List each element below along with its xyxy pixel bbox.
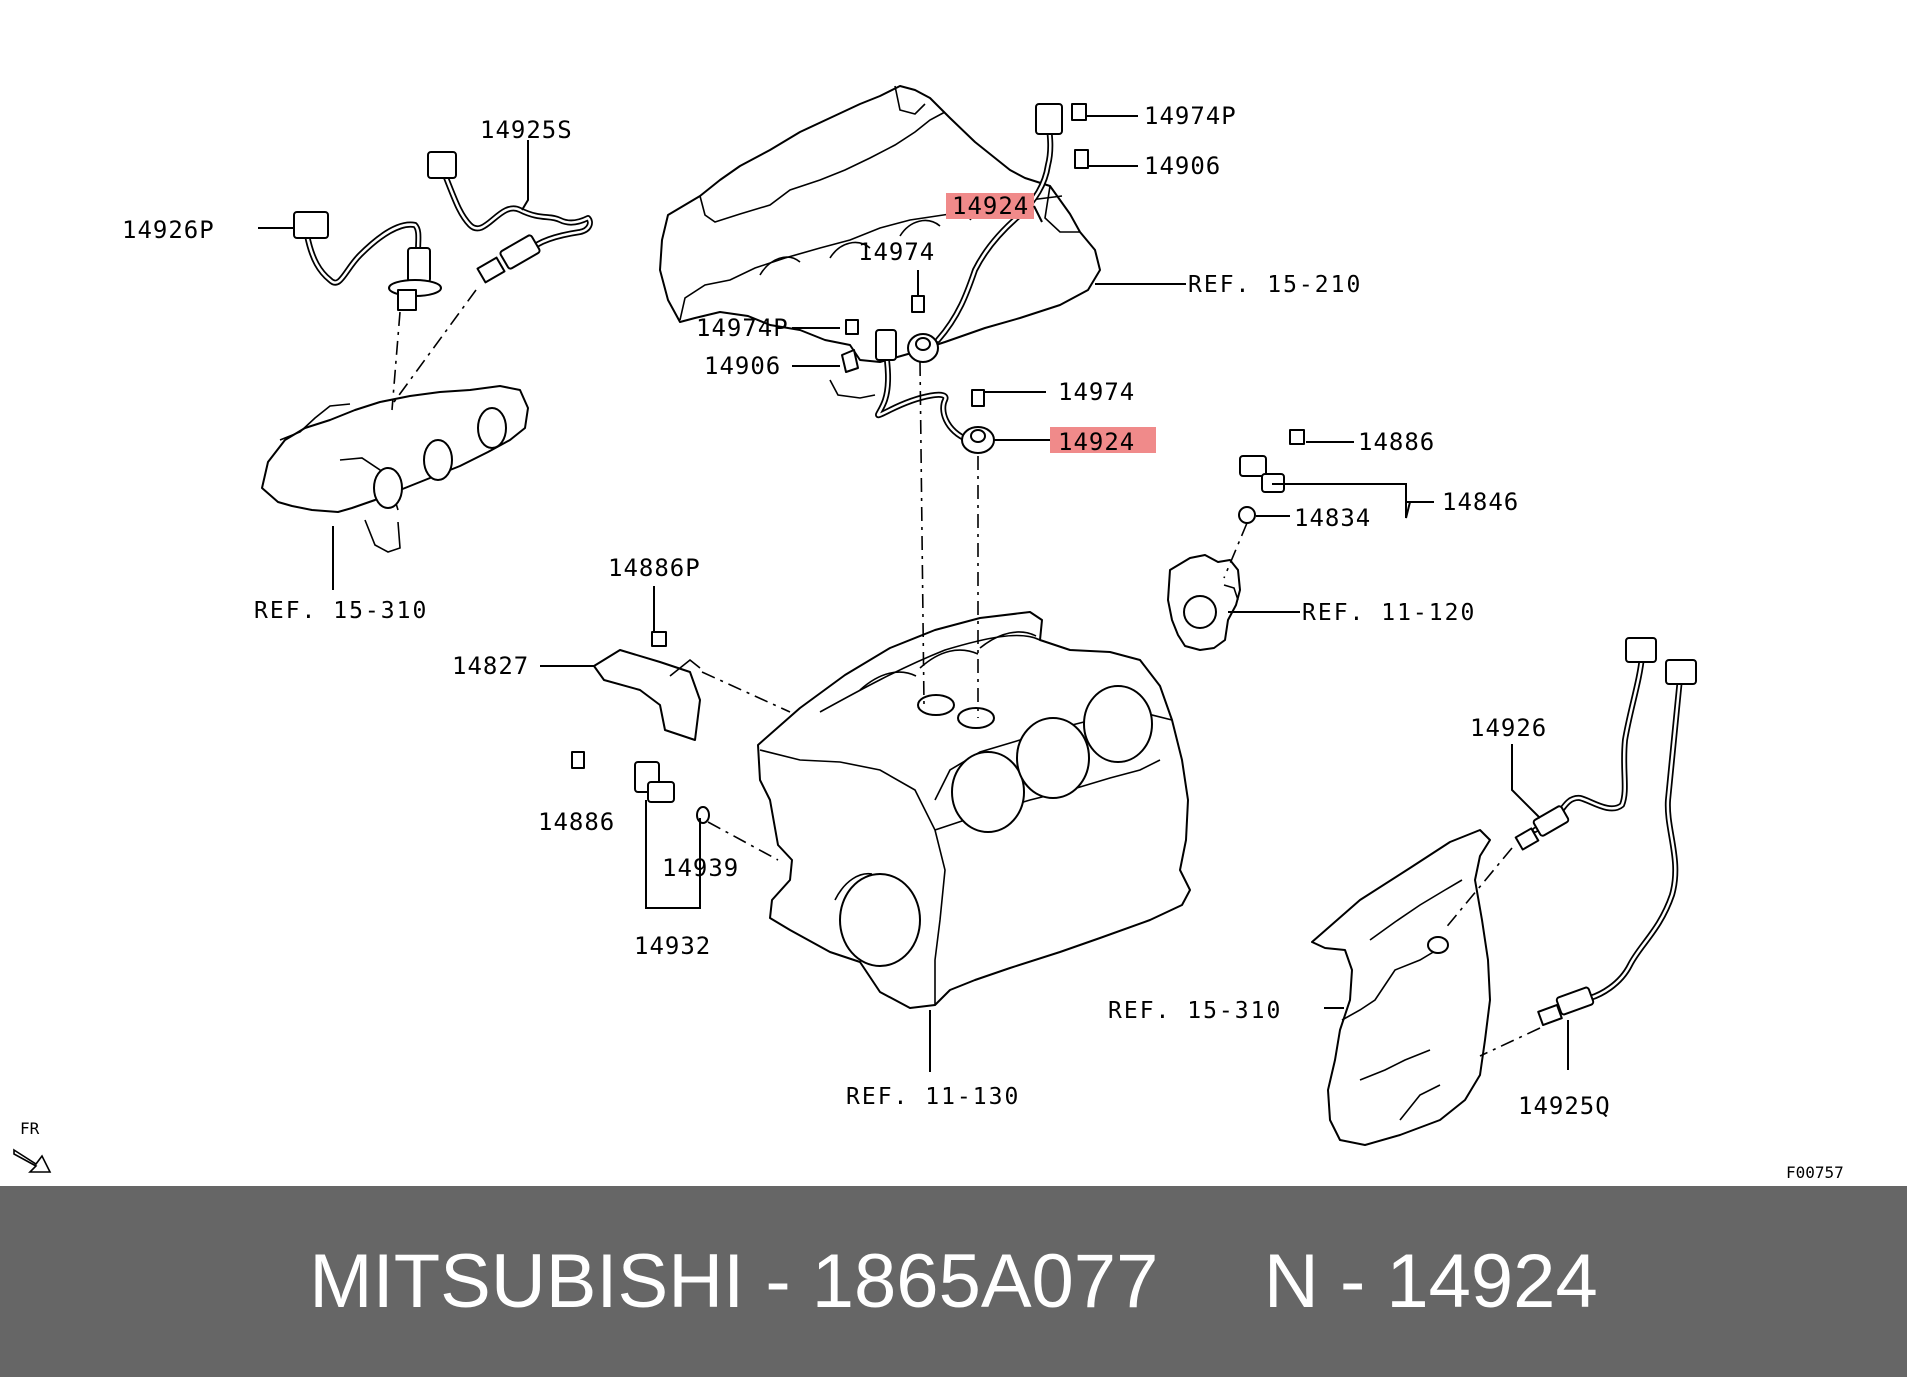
label-ref-15-210: REF. 15-210 (1188, 272, 1362, 298)
label-14932: 14932 (634, 932, 711, 960)
label-ref-15-310-right: REF. 15-310 (1108, 998, 1282, 1024)
oxygen-sensor-14925Q (1537, 659, 1697, 1026)
footer-bar: MITSUBISHI - 1865A077 N - 14924 (0, 1186, 1907, 1377)
front-direction-marker: FR (13, 1119, 52, 1173)
ref-number: 14924 (1386, 1239, 1598, 1324)
label-14846: 14846 (1442, 488, 1519, 516)
left-exhaust-manifold-drawing (261, 385, 529, 553)
leader-lines (258, 115, 1569, 1072)
highlight-14924-mid (1050, 427, 1156, 453)
label-14906-mid: 14906 (704, 352, 781, 380)
label-14924-mid: 14924 (1058, 428, 1135, 456)
label-ref-11-120: REF. 11-120 (1302, 600, 1476, 626)
right-exhaust-manifold-drawing (1311, 829, 1491, 1146)
label-14926P: 14926P (122, 216, 215, 244)
oxygen-sensor-14926P (293, 211, 442, 311)
front-marker-text: FR (20, 1119, 40, 1138)
knock-sensor-lower (829, 295, 995, 454)
label-14886P: 14886P (608, 554, 701, 582)
oxygen-sensor-14926 (1514, 637, 1657, 851)
label-14886-left: 14886 (538, 808, 615, 836)
crank-sensor-bracket (593, 631, 701, 741)
ref-prefix: N (1263, 1239, 1319, 1324)
label-14834: 14834 (1294, 504, 1371, 532)
front-arrow-icon (13, 1148, 52, 1173)
label-14974-top: 14974 (858, 238, 935, 266)
label-14827: 14827 (452, 652, 529, 680)
footer-caption: MITSUBISHI - 1865A077 N - 14924 (0, 1186, 1907, 1377)
timing-housing-drawing (1167, 554, 1241, 651)
label-14906-top: 14906 (1144, 152, 1221, 180)
installation-lines (391, 289, 1541, 1057)
label-14974P-mid: 14974P (696, 314, 789, 342)
highlight-14924-top (946, 193, 1034, 219)
separator: - (765, 1239, 791, 1324)
oxygen-sensor-14925S (427, 151, 593, 284)
crank-sensor-14932 (571, 751, 710, 824)
cam-sensor-14846 (1238, 429, 1305, 524)
label-14886-right: 14886 (1358, 428, 1435, 456)
engine-block-drawing (757, 611, 1191, 1009)
label-14926: 14926 (1470, 714, 1547, 742)
label-14925S: 14925S (480, 116, 573, 144)
label-14939: 14939 (662, 854, 739, 882)
part-number: 1865A077 (811, 1239, 1159, 1324)
label-14974-mid: 14974 (1058, 378, 1135, 406)
parts-diagram: 14925S 14926P REF. 15-310 14974P 14906 1… (13, 85, 1844, 1182)
label-14974P-top: 14974P (1144, 102, 1237, 130)
separator-2: - (1339, 1239, 1366, 1324)
label-14924-top: 14924 (952, 192, 1029, 220)
cylinder-head-drawing (659, 85, 1101, 363)
diagram-code: F00757 (1786, 1163, 1844, 1182)
brand-name: MITSUBISHI (309, 1239, 745, 1324)
label-ref-15-310-left: REF. 15-310 (254, 598, 428, 624)
label-14925Q: 14925Q (1518, 1092, 1611, 1120)
label-ref-11-130: REF. 11-130 (846, 1084, 1020, 1110)
